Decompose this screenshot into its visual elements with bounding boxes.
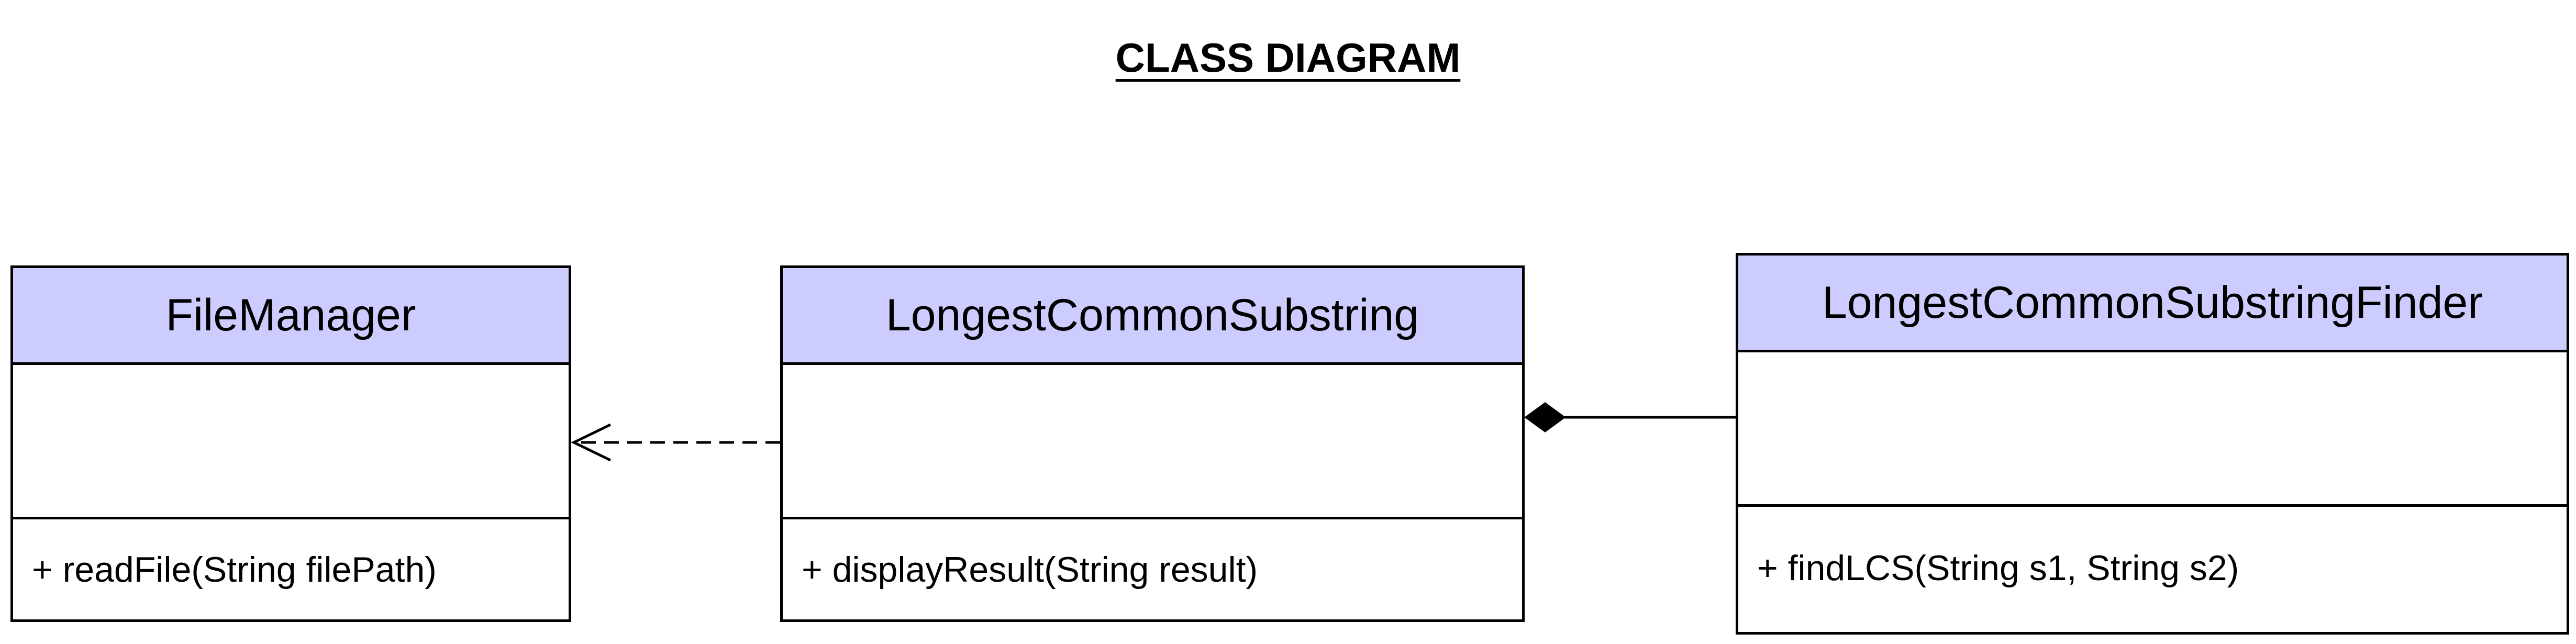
methods-compartment: + findLCS(String s1, String s2) — [1738, 504, 2567, 632]
method-signature: + findLCS(String s1, String s2) — [1757, 548, 2239, 588]
composition-connector[interactable] — [1524, 402, 1736, 432]
diagram-title: CLASS DIAGRAM — [0, 32, 2576, 83]
class-name-compartment: LongestCommonSubstringFinder — [1738, 256, 2567, 350]
class-name: FileManager — [165, 290, 416, 340]
class-name-compartment: LongestCommonSubstring — [783, 268, 1522, 362]
class-name: LongestCommonSubstring — [885, 290, 1419, 340]
method-signature: + displayResult(String result) — [802, 549, 1258, 590]
dependency-connector[interactable] — [571, 423, 780, 462]
attributes-compartment — [1738, 350, 2567, 507]
methods-compartment: + readFile(String filePath) — [13, 519, 569, 619]
class-filemanager[interactable]: FileManager + readFile(String filePath) — [10, 265, 571, 622]
class-longestcommonsubstringfinder[interactable]: LongestCommonSubstringFinder + findLCS(S… — [1736, 253, 2569, 635]
methods-compartment: + displayResult(String result) — [783, 519, 1522, 619]
attributes-compartment — [783, 362, 1522, 519]
diagram-title-text: CLASS DIAGRAM — [1115, 35, 1461, 81]
attributes-compartment — [13, 362, 569, 519]
class-longestcommonsubstring[interactable]: LongestCommonSubstring + displayResult(S… — [780, 265, 1525, 622]
open-arrowhead-icon — [571, 423, 612, 462]
class-name-compartment: FileManager — [13, 268, 569, 362]
class-name: LongestCommonSubstringFinder — [1822, 277, 2483, 328]
method-signature: + readFile(String filePath) — [32, 549, 437, 590]
filled-diamond-icon — [1524, 402, 1566, 432]
